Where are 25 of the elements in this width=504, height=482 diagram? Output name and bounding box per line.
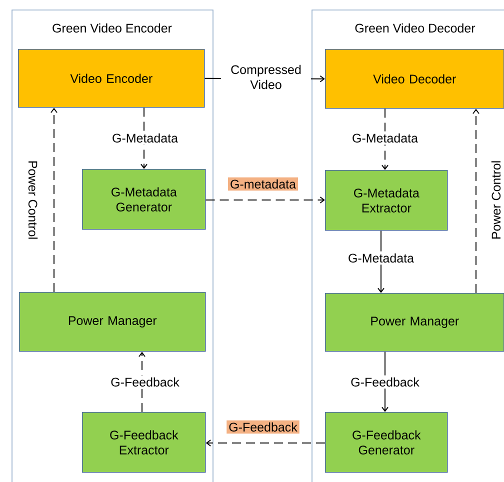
process-box: G-Feedback Extractor	[82, 412, 206, 473]
process-box: Video Encoder	[18, 49, 205, 108]
edge-label: G-Feedback	[348, 375, 422, 389]
edge-label: Power Control	[489, 158, 503, 242]
process-box: Video Decoder	[325, 49, 504, 109]
arrow	[472, 108, 480, 294]
process-box: G-Feedback Generator	[325, 412, 448, 473]
arrow	[140, 107, 148, 169]
process-box: Power Manager	[325, 293, 504, 352]
arrow	[382, 108, 388, 170]
arrow	[205, 196, 325, 204]
edge-label: G-Metadata	[110, 131, 180, 145]
edge-label: G-Metadata	[350, 131, 420, 145]
edge-label: G-metadata	[228, 177, 298, 191]
arrow	[206, 440, 326, 446]
edge-label: Compressed Video	[221, 64, 311, 90]
arrow	[50, 108, 58, 292]
process-box: G-Metadata Generator	[82, 169, 206, 230]
edge-label: Power Control	[26, 158, 40, 242]
edge-label: G-Feedback	[108, 375, 182, 389]
process-box: Power Manager	[19, 292, 206, 352]
edge-label: G-Feedback	[226, 420, 300, 434]
process-box: G-Metadata Extractor	[325, 170, 448, 231]
edge-label: G-Metadata	[346, 251, 416, 265]
arrow	[138, 352, 146, 412]
